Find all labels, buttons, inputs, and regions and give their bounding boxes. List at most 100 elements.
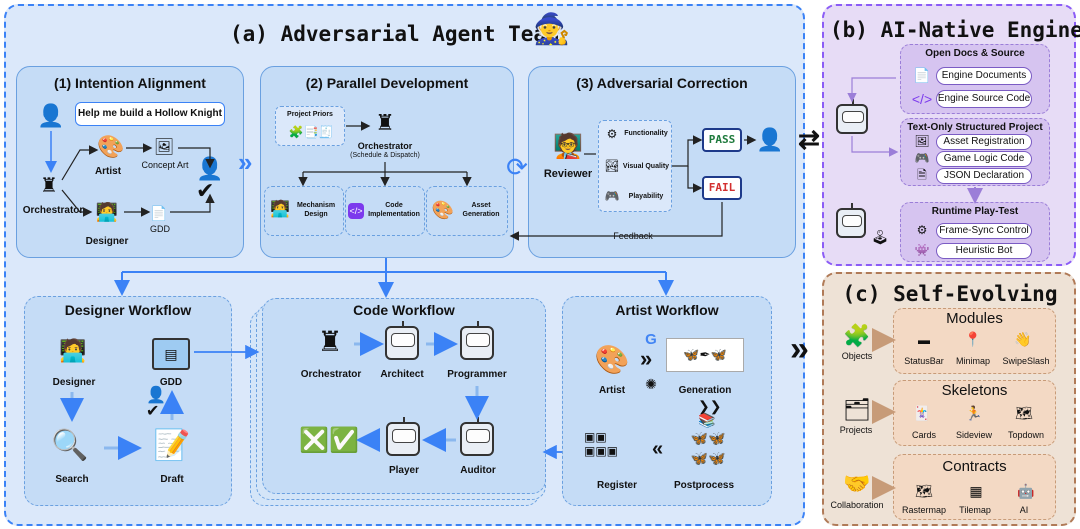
draft-label: Draft	[160, 474, 184, 485]
chevron-icon: »	[640, 346, 653, 371]
contracts-title: Contracts	[942, 458, 1007, 475]
criteria-visual-quality: Visual Quality	[622, 163, 670, 170]
architect-robot-icon	[385, 321, 419, 360]
search-icon: 🔍	[51, 429, 89, 462]
player-robot-icon	[386, 417, 420, 456]
auditor-robot-icon	[460, 417, 494, 456]
designer-icon: 🧑‍💻	[95, 202, 119, 222]
user-icon: 👤	[37, 103, 65, 128]
projects-icon: 🗂	[843, 397, 871, 422]
skeleton-sideview: Sideview	[955, 430, 993, 440]
intention-alignment-title: (1) Intention Alignment	[54, 75, 206, 91]
module-statusbar: StatusBar	[904, 356, 944, 366]
user-icon-2: 👤	[756, 127, 784, 152]
parallel-development-title: (2) Parallel Development	[305, 75, 469, 91]
search-label: Search	[55, 474, 89, 485]
gdd-label: GDD	[150, 224, 170, 234]
google-icon: G	[645, 330, 657, 348]
code-label-1: Code	[385, 202, 403, 209]
bot-icon: 👾	[914, 243, 930, 257]
designer-icon-3: 🧑‍💻	[59, 338, 87, 363]
reviewer-icon: 🧑‍🏫	[553, 133, 583, 160]
orchestrator-label: Orchestrator	[22, 205, 84, 216]
flow-chevrons-icon: »	[238, 147, 253, 177]
user-check-icon: 👤✔	[196, 156, 224, 203]
playability-icon: 🎮	[604, 189, 620, 203]
user-request-bubble: Help me build a Hollow Knight	[75, 102, 225, 126]
contract-tilemap: Tilemap	[959, 505, 991, 515]
module-minimap: Minimap	[955, 356, 990, 366]
document-icon: 📄	[913, 67, 931, 83]
modules-box	[893, 308, 1056, 374]
source-code-icon: </>	[911, 91, 933, 107]
orchestrator-icon: ♜	[40, 175, 58, 197]
designer-label: Designer	[85, 236, 129, 247]
designer-wf-gdd-label: GDD	[159, 377, 183, 388]
orchestrator-icon-2: ♜	[375, 110, 395, 135]
concept-art-label: Concept Art	[141, 160, 189, 170]
contract-rastermap: Rastermap	[901, 505, 946, 515]
designer-workflow-title: Designer Workflow	[64, 302, 192, 318]
module-swipeslash: SwipeSlash	[1002, 356, 1050, 366]
project-priors-box	[275, 106, 345, 146]
code-label-2: Implementation	[368, 211, 420, 218]
engine-robot-icon	[836, 99, 868, 134]
contract-ai: AI	[1019, 505, 1029, 515]
statusbar-icon: ▬	[918, 333, 930, 347]
controller-icon: 🕹	[871, 229, 889, 245]
mechanism-label-1: Mechanism	[296, 202, 336, 209]
generation-label: Generation	[678, 385, 732, 396]
asset-image-icon: 🖼	[914, 134, 930, 148]
text-only-title: Text-Only Structured Project	[907, 122, 1043, 133]
criteria-functionality: Functionality	[624, 130, 668, 137]
postprocess-sprites-image: 🦋🦋🦋🦋	[690, 430, 726, 466]
postprocess-label: Postprocess	[673, 480, 735, 491]
palette-icon: 🎨	[97, 134, 125, 159]
skeleton-topdown: Topdown	[1007, 430, 1045, 440]
fail-badge: FAIL	[702, 176, 742, 200]
reviewer-label: Reviewer	[543, 168, 593, 180]
project-priors-label: Project Priors	[287, 111, 333, 118]
criteria-playability: Playability	[628, 193, 664, 200]
panel-a-title: (a) Adversarial Agent Team	[230, 22, 559, 46]
adversarial-correction-title: (3) Adversarial Correction	[576, 75, 748, 91]
skeleton-cards: Cards	[911, 430, 936, 440]
objects-label: Objects	[841, 351, 873, 361]
programmer-label: Programmer	[447, 369, 507, 380]
player-label: Player	[388, 465, 420, 476]
orchestrator-sub-label: (Schedule & Dispatch)	[350, 152, 420, 159]
pass-badge: PASS	[702, 128, 742, 152]
artist-wf-artist-label: Artist	[598, 385, 626, 396]
orchestrator-label-2: Orchestrator	[357, 141, 413, 151]
gdd-screen-icon: ▤	[152, 338, 190, 370]
skeletons-title: Skeletons	[941, 382, 1008, 399]
left-chevron-icon: «	[652, 438, 664, 460]
criteria-box	[598, 120, 672, 212]
feedback-label: Feedback	[613, 231, 653, 241]
cards-icon: 🃏	[913, 405, 931, 421]
priors-icons: 🧩📑🧾	[288, 125, 334, 139]
designer-wf-designer-label: Designer	[52, 377, 96, 388]
code-wf-orchestrator-label: Orchestrator	[300, 369, 362, 380]
engine-docs-pill: Engine Documents	[936, 67, 1032, 85]
panel-b-title: (b) AI-Native Engine	[830, 18, 1080, 42]
mechanism-label-2: Design	[304, 211, 328, 218]
panel-c-title: (c) Self-Evolving	[842, 282, 1058, 306]
topdown-icon: 🗺	[1015, 405, 1033, 421]
open-docs-title: Open Docs & Source	[925, 48, 1025, 59]
designer-workflow-box	[24, 296, 232, 506]
sync-control-icon: ⚙	[916, 223, 928, 237]
runtime-playtest-title: Runtime Play-Test	[931, 206, 1019, 217]
gamepad-icon: 🎮	[914, 151, 930, 165]
modules-title: Modules	[946, 310, 1003, 327]
generated-sprites-image: 🦋✒🦋	[666, 338, 744, 372]
mechanism-design-box	[264, 186, 344, 236]
test-results-icon: ❎✅	[299, 427, 359, 454]
artist-workflow-box	[562, 296, 772, 506]
artist-label: Artist	[94, 166, 122, 177]
handshake-icon: 🤝	[843, 471, 871, 496]
artist-workflow-title: Artist Workflow	[615, 302, 719, 318]
ai-icon: 🤖	[1017, 483, 1035, 499]
tilemap-icon: ▦	[969, 483, 983, 499]
orchestrator-icon-3: ♜	[317, 326, 343, 357]
